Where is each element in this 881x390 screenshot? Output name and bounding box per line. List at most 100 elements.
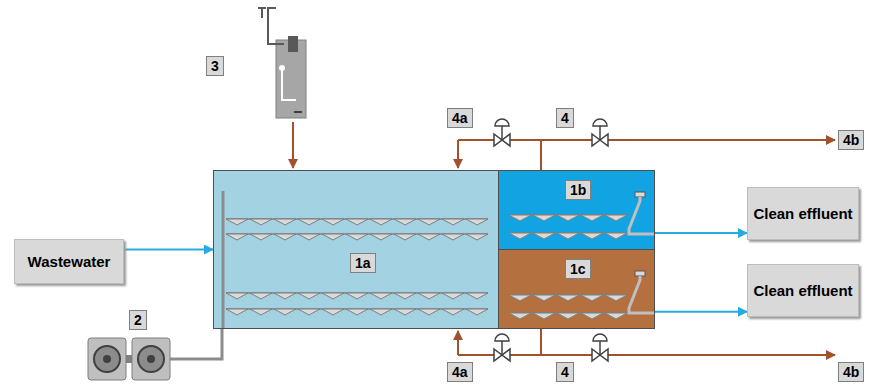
diffuser <box>250 293 272 299</box>
diffuser <box>226 293 248 299</box>
diffuser <box>605 233 627 239</box>
diffuser <box>418 293 440 299</box>
diffuser <box>394 309 416 315</box>
diffuser <box>346 293 368 299</box>
diffuser <box>370 309 392 315</box>
valve-actuator <box>593 119 607 126</box>
diffuser <box>509 215 531 221</box>
effluent-pipe <box>629 276 654 313</box>
callout-number: 4a <box>447 362 473 382</box>
diffuser <box>533 233 555 239</box>
diffuser <box>298 219 320 225</box>
diffuser <box>322 293 344 299</box>
callout-number: 4 <box>556 108 574 128</box>
diffuser <box>442 219 464 225</box>
air-pipe <box>222 191 225 328</box>
tank-internals <box>214 171 498 328</box>
callout-number: 3 <box>206 56 224 76</box>
diffuser <box>605 295 627 301</box>
valve-actuator <box>495 119 509 126</box>
diffuser <box>226 234 248 240</box>
flow-arrow <box>655 232 747 234</box>
diffuser <box>605 215 627 221</box>
diffuser <box>298 309 320 315</box>
diffuser <box>322 309 344 315</box>
diffuser <box>533 313 555 319</box>
diffuser <box>274 219 296 225</box>
diffuser <box>394 234 416 240</box>
stream-box: Clean effluent <box>747 264 859 317</box>
callout-number: 4b <box>838 362 864 382</box>
diffuser <box>226 309 248 315</box>
reactor-tank: 1c <box>498 249 655 329</box>
diffuser <box>533 295 555 301</box>
sludge-piping-top <box>458 140 835 170</box>
diffuser <box>250 234 272 240</box>
diffuser <box>557 295 579 301</box>
diffuser <box>370 293 392 299</box>
diffuser <box>509 233 531 239</box>
diffuser <box>226 219 248 225</box>
diffuser <box>605 313 627 319</box>
diffuser <box>322 234 344 240</box>
diffuser <box>274 309 296 315</box>
diffuser <box>418 219 440 225</box>
diffuser <box>581 295 603 301</box>
diffuser <box>250 219 272 225</box>
diffuser <box>274 293 296 299</box>
valve-actuator <box>495 334 509 341</box>
diffuser <box>442 309 464 315</box>
stream-box: Clean effluent <box>747 187 859 240</box>
diffuser <box>442 234 464 240</box>
valve-stem <box>599 341 601 355</box>
valve-stem <box>501 126 503 140</box>
diffuser <box>509 295 531 301</box>
effluent-weir <box>635 271 645 276</box>
flow-arrow <box>124 249 213 251</box>
diffuser <box>533 215 555 221</box>
diffuser <box>466 234 488 240</box>
reactor-tank: 1a <box>213 170 499 329</box>
diffuser <box>557 215 579 221</box>
diffuser <box>250 309 272 315</box>
tank-number: 1b <box>565 180 591 200</box>
diffuser <box>346 219 368 225</box>
diffuser <box>466 309 488 315</box>
valve-stem <box>501 341 503 355</box>
reactor-tank: 1b <box>498 170 655 250</box>
diffuser <box>418 309 440 315</box>
diffuser <box>370 219 392 225</box>
callout-number: 4 <box>556 362 574 382</box>
stream-label: Clean effluent <box>753 282 852 300</box>
diffuser <box>274 234 296 240</box>
diffuser <box>370 234 392 240</box>
dosing-device <box>258 8 306 168</box>
tank-number: 1a <box>350 253 376 273</box>
diffuser <box>557 233 579 239</box>
stream-label: Clean effluent <box>753 205 852 223</box>
diffuser <box>509 313 531 319</box>
diffuser <box>394 293 416 299</box>
effluent-pipe <box>629 197 654 234</box>
callout-number: 2 <box>129 310 147 330</box>
valve-actuator <box>593 334 607 341</box>
diffuser <box>418 234 440 240</box>
sludge-piping-bottom <box>458 329 835 355</box>
diffuser <box>581 313 603 319</box>
diffuser <box>394 219 416 225</box>
diffuser <box>346 234 368 240</box>
diffuser <box>298 234 320 240</box>
callout-number: 4a <box>447 108 473 128</box>
flow-arrow <box>655 311 747 313</box>
air-blowers <box>88 329 222 380</box>
stream-label: Wastewater <box>28 253 111 271</box>
stream-box: Wastewater <box>14 239 124 284</box>
diffuser <box>442 293 464 299</box>
valve-stem <box>599 126 601 140</box>
diffuser <box>466 219 488 225</box>
tank-number: 1c <box>565 259 591 279</box>
effluent-weir <box>635 192 645 197</box>
callout-number: 4b <box>838 130 864 150</box>
diffuser <box>581 233 603 239</box>
